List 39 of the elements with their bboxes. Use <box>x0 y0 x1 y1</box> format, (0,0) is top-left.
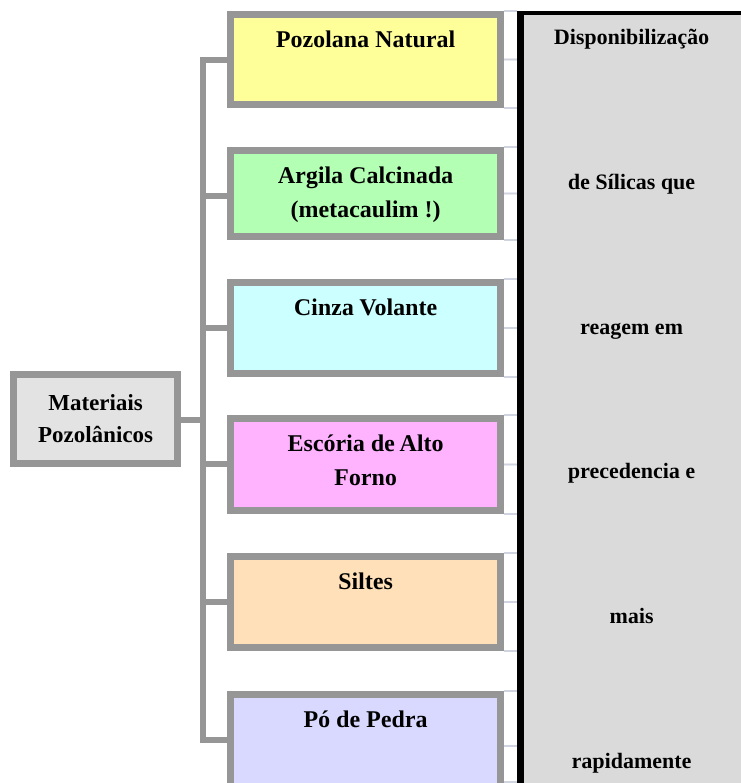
connector-line <box>504 327 517 329</box>
connector-line <box>504 58 517 60</box>
box-label: Siltes <box>338 568 393 597</box>
box-label: Materiais Pozolânicos <box>37 388 154 449</box>
connector-line <box>504 690 517 692</box>
connector-line <box>504 464 517 466</box>
panel-text: Disponibilização <box>554 23 710 51</box>
text-panel <box>517 11 741 783</box>
root-box <box>10 371 181 467</box>
panel-text: reagem em <box>580 312 684 341</box>
connector-line <box>504 107 517 109</box>
connector-line <box>504 376 517 378</box>
category-box <box>227 415 504 514</box>
box-label: Cinza Volante <box>294 294 438 323</box>
connector-line <box>504 513 517 515</box>
category-box <box>227 553 504 651</box>
connector-line <box>504 552 517 554</box>
box-label: Pozolana Natural <box>276 26 456 55</box>
connector-line <box>504 10 517 12</box>
panel-text: precedencia e <box>568 457 696 486</box>
connector-line <box>504 781 517 783</box>
panel-text: rapidamente <box>572 746 692 775</box>
connector-line <box>504 414 517 416</box>
connector-line <box>504 192 517 194</box>
category-box <box>227 11 504 108</box>
connector-line <box>504 278 517 280</box>
category-box <box>227 279 504 377</box>
box-label: Argila Calcinada (metacaulim !) <box>276 162 454 225</box>
connector-line <box>504 601 517 603</box>
category-box <box>227 691 504 783</box>
connector-line <box>504 146 517 148</box>
connector-line <box>504 239 517 241</box>
panel-text: de Sílicas que <box>568 168 696 196</box>
connector-line <box>504 650 517 652</box>
box-label: Pó de Pedra <box>304 706 428 735</box>
connector-line <box>504 745 517 747</box>
box-label: Escória de Alto Forno <box>286 430 444 493</box>
category-box <box>227 147 504 240</box>
panel-text: mais <box>610 602 654 630</box>
